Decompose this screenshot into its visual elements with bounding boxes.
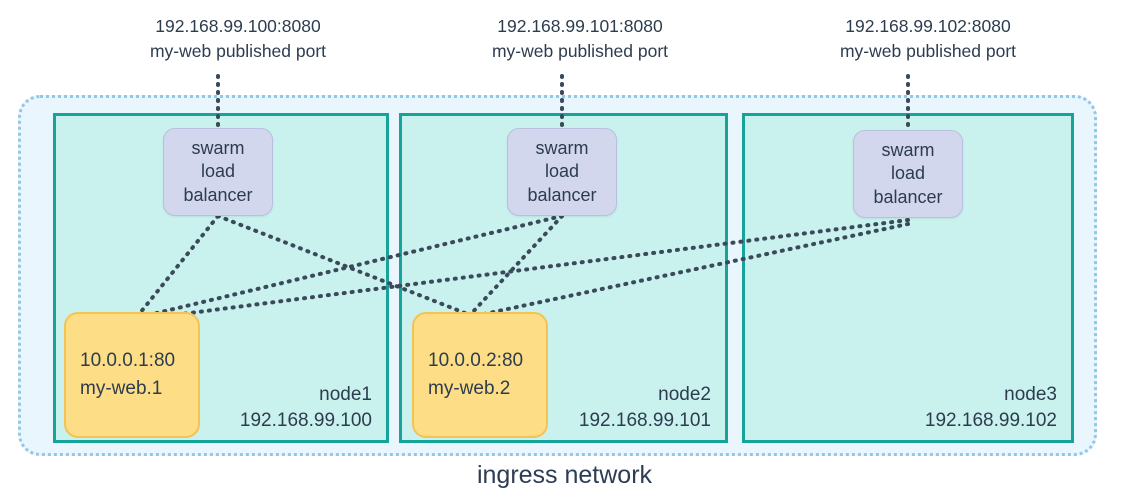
lb-line1-node3: swarm: [881, 140, 935, 161]
lb-line2-node3: load: [890, 163, 926, 184]
published-port-description-node2: my-web published port: [491, 41, 669, 62]
lb-line3-node2: balancer: [527, 184, 597, 205]
swarm-load-balancer-node3: swarm load balancer: [853, 130, 963, 218]
task-container-my-web-1: 10.0.0.1:80 my-web.1: [64, 312, 200, 438]
lb-line1-node2: swarm: [535, 138, 589, 159]
task-address-my-web-2: 10.0.0.2:80: [428, 349, 524, 371]
lb-line3-node1: balancer: [183, 184, 253, 205]
published-port-address-node1: 192.168.99.100:8080: [155, 16, 321, 36]
task-address-my-web-1: 10.0.0.1:80: [80, 349, 176, 371]
swarm-load-balancer-node1: swarm load balancer: [163, 128, 273, 216]
node-name-node1: node1: [319, 384, 372, 405]
published-port-address-node2: 192.168.99.101:8080: [497, 16, 663, 36]
published-port-label-node3: 192.168.99.102:8080 my-web published por…: [840, 14, 1016, 65]
node-ip-node3: 192.168.99.102: [924, 410, 1057, 431]
task-name-my-web-1: my-web.1: [80, 378, 163, 399]
swarm-load-balancer-node2: swarm load balancer: [507, 128, 617, 216]
lb-line3-node3: balancer: [873, 186, 943, 207]
published-port-description-node3: my-web published port: [839, 41, 1017, 62]
task-name-my-web-2: my-web.2: [428, 378, 511, 399]
lb-line1-node1: swarm: [191, 138, 245, 159]
published-port-label-node1: 192.168.99.100:8080 my-web published por…: [150, 14, 326, 65]
node-ip-node2: 192.168.99.101: [578, 410, 711, 431]
published-port-address-node3: 192.168.99.102:8080: [845, 16, 1011, 36]
ingress-network-label: ingress network: [476, 461, 653, 489]
published-port-description-node1: my-web published port: [149, 41, 327, 62]
node-ip-node1: 192.168.99.100: [239, 410, 372, 431]
node-name-node3: node3: [1004, 384, 1057, 405]
lb-line2-node1: load: [200, 161, 236, 182]
node-name-node2: node2: [658, 384, 711, 405]
published-port-label-node2: 192.168.99.101:8080 my-web published por…: [492, 14, 668, 65]
task-container-my-web-2: 10.0.0.2:80 my-web.2: [412, 312, 548, 438]
lb-line2-node2: load: [544, 161, 580, 182]
